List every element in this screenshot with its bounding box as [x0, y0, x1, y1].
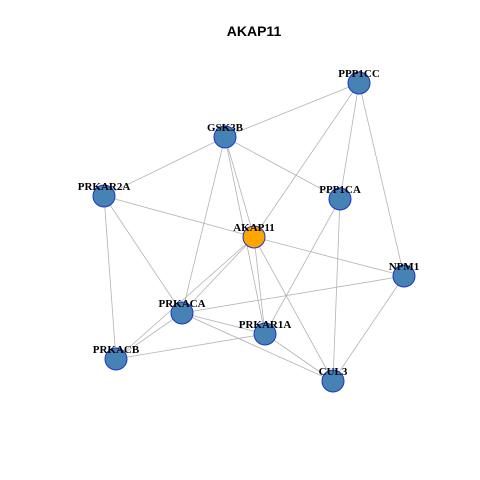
node-circle-prkaca[interactable] [170, 301, 194, 325]
edge-ppp1cc-gsk3b [224, 82, 360, 138]
node-label-prkacb: PRKACB [93, 344, 140, 356]
node-prkar2a[interactable]: PRKAR2A [78, 181, 131, 208]
node-circle-cul3[interactable] [321, 369, 345, 393]
node-npm1[interactable]: NPM1 [389, 261, 420, 288]
edge-ppp1cc-ppp1ca [339, 82, 360, 200]
node-gsk3b[interactable]: GSK3B [207, 122, 244, 149]
node-circle-prkacb[interactable] [104, 347, 128, 371]
node-circle-prkar2a[interactable] [92, 184, 116, 208]
node-akap11[interactable]: AKAP11 [233, 222, 275, 249]
edge-ppp1cc-akap11 [253, 82, 360, 238]
node-circle-ppp1cc[interactable] [347, 71, 371, 95]
edge-prkacb-prkar1a [115, 333, 266, 360]
edge-prkar2a-prkaca [103, 195, 183, 314]
edge-ppp1ca-cul3 [332, 198, 341, 382]
node-label-ppp1ca: PPP1CA [319, 184, 361, 196]
node-label-npm1: NPM1 [389, 261, 420, 273]
node-circle-npm1[interactable] [392, 264, 416, 288]
edge-gsk3b-akap11 [224, 136, 255, 238]
edge-layer [103, 82, 405, 382]
edge-akap11-prkar1a [253, 236, 266, 335]
node-layer: PPP1CC GSK3B PRKAR2A PPP1CA AKAP11NPM1PRKACA… [78, 68, 420, 393]
node-ppp1cc[interactable]: PPP1CC [338, 68, 380, 95]
edge-gsk3b-ppp1ca [224, 136, 341, 200]
edge-prkaca-prkar1a [181, 312, 266, 335]
node-label-prkar1a: PRKAR1A [239, 319, 292, 331]
edge-akap11-cul3 [253, 236, 334, 382]
node-ppp1ca[interactable]: PPP1CA [319, 184, 361, 211]
node-cul3[interactable]: CUL3 [319, 366, 348, 393]
node-label-prkaca: PRKACA [158, 298, 205, 310]
edge-gsk3b-prkar2a [103, 136, 226, 197]
node-circle-prkar1a[interactable] [253, 322, 277, 346]
edge-prkaca-cul3 [181, 312, 334, 382]
node-label-cul3: CUL3 [319, 366, 348, 378]
node-prkar1a[interactable]: PRKAR1A [239, 319, 292, 346]
node-circle-akap11[interactable] [242, 225, 266, 249]
edge-ppp1cc-npm1 [358, 82, 405, 277]
edge-akap11-npm1 [253, 236, 405, 277]
node-label-prkar2a: PRKAR2A [78, 181, 131, 193]
edge-ppp1ca-prkar1a [264, 198, 341, 335]
node-label-gsk3b: GSK3B [207, 122, 244, 134]
node-prkacb[interactable]: PRKACB [93, 344, 140, 371]
edge-npm1-prkaca [181, 275, 405, 314]
edge-prkar1a-cul3 [264, 333, 334, 382]
edge-npm1-cul3 [332, 275, 405, 382]
graph-title: AKAP11 [227, 23, 282, 39]
node-circle-ppp1ca[interactable] [328, 187, 352, 211]
edge-prkaca-prkacb [115, 312, 183, 360]
edge-prkar2a-akap11 [103, 195, 255, 238]
node-prkaca[interactable]: PRKACA [158, 298, 206, 325]
edge-akap11-prkacb [115, 236, 255, 360]
edge-prkar2a-prkacb [103, 195, 117, 360]
node-label-akap11: AKAP11 [233, 222, 275, 234]
node-label-ppp1cc: PPP1CC [338, 68, 380, 80]
node-circle-gsk3b[interactable] [213, 125, 237, 149]
edge-gsk3b-prkaca [181, 136, 226, 314]
edge-akap11-prkaca [181, 236, 255, 314]
